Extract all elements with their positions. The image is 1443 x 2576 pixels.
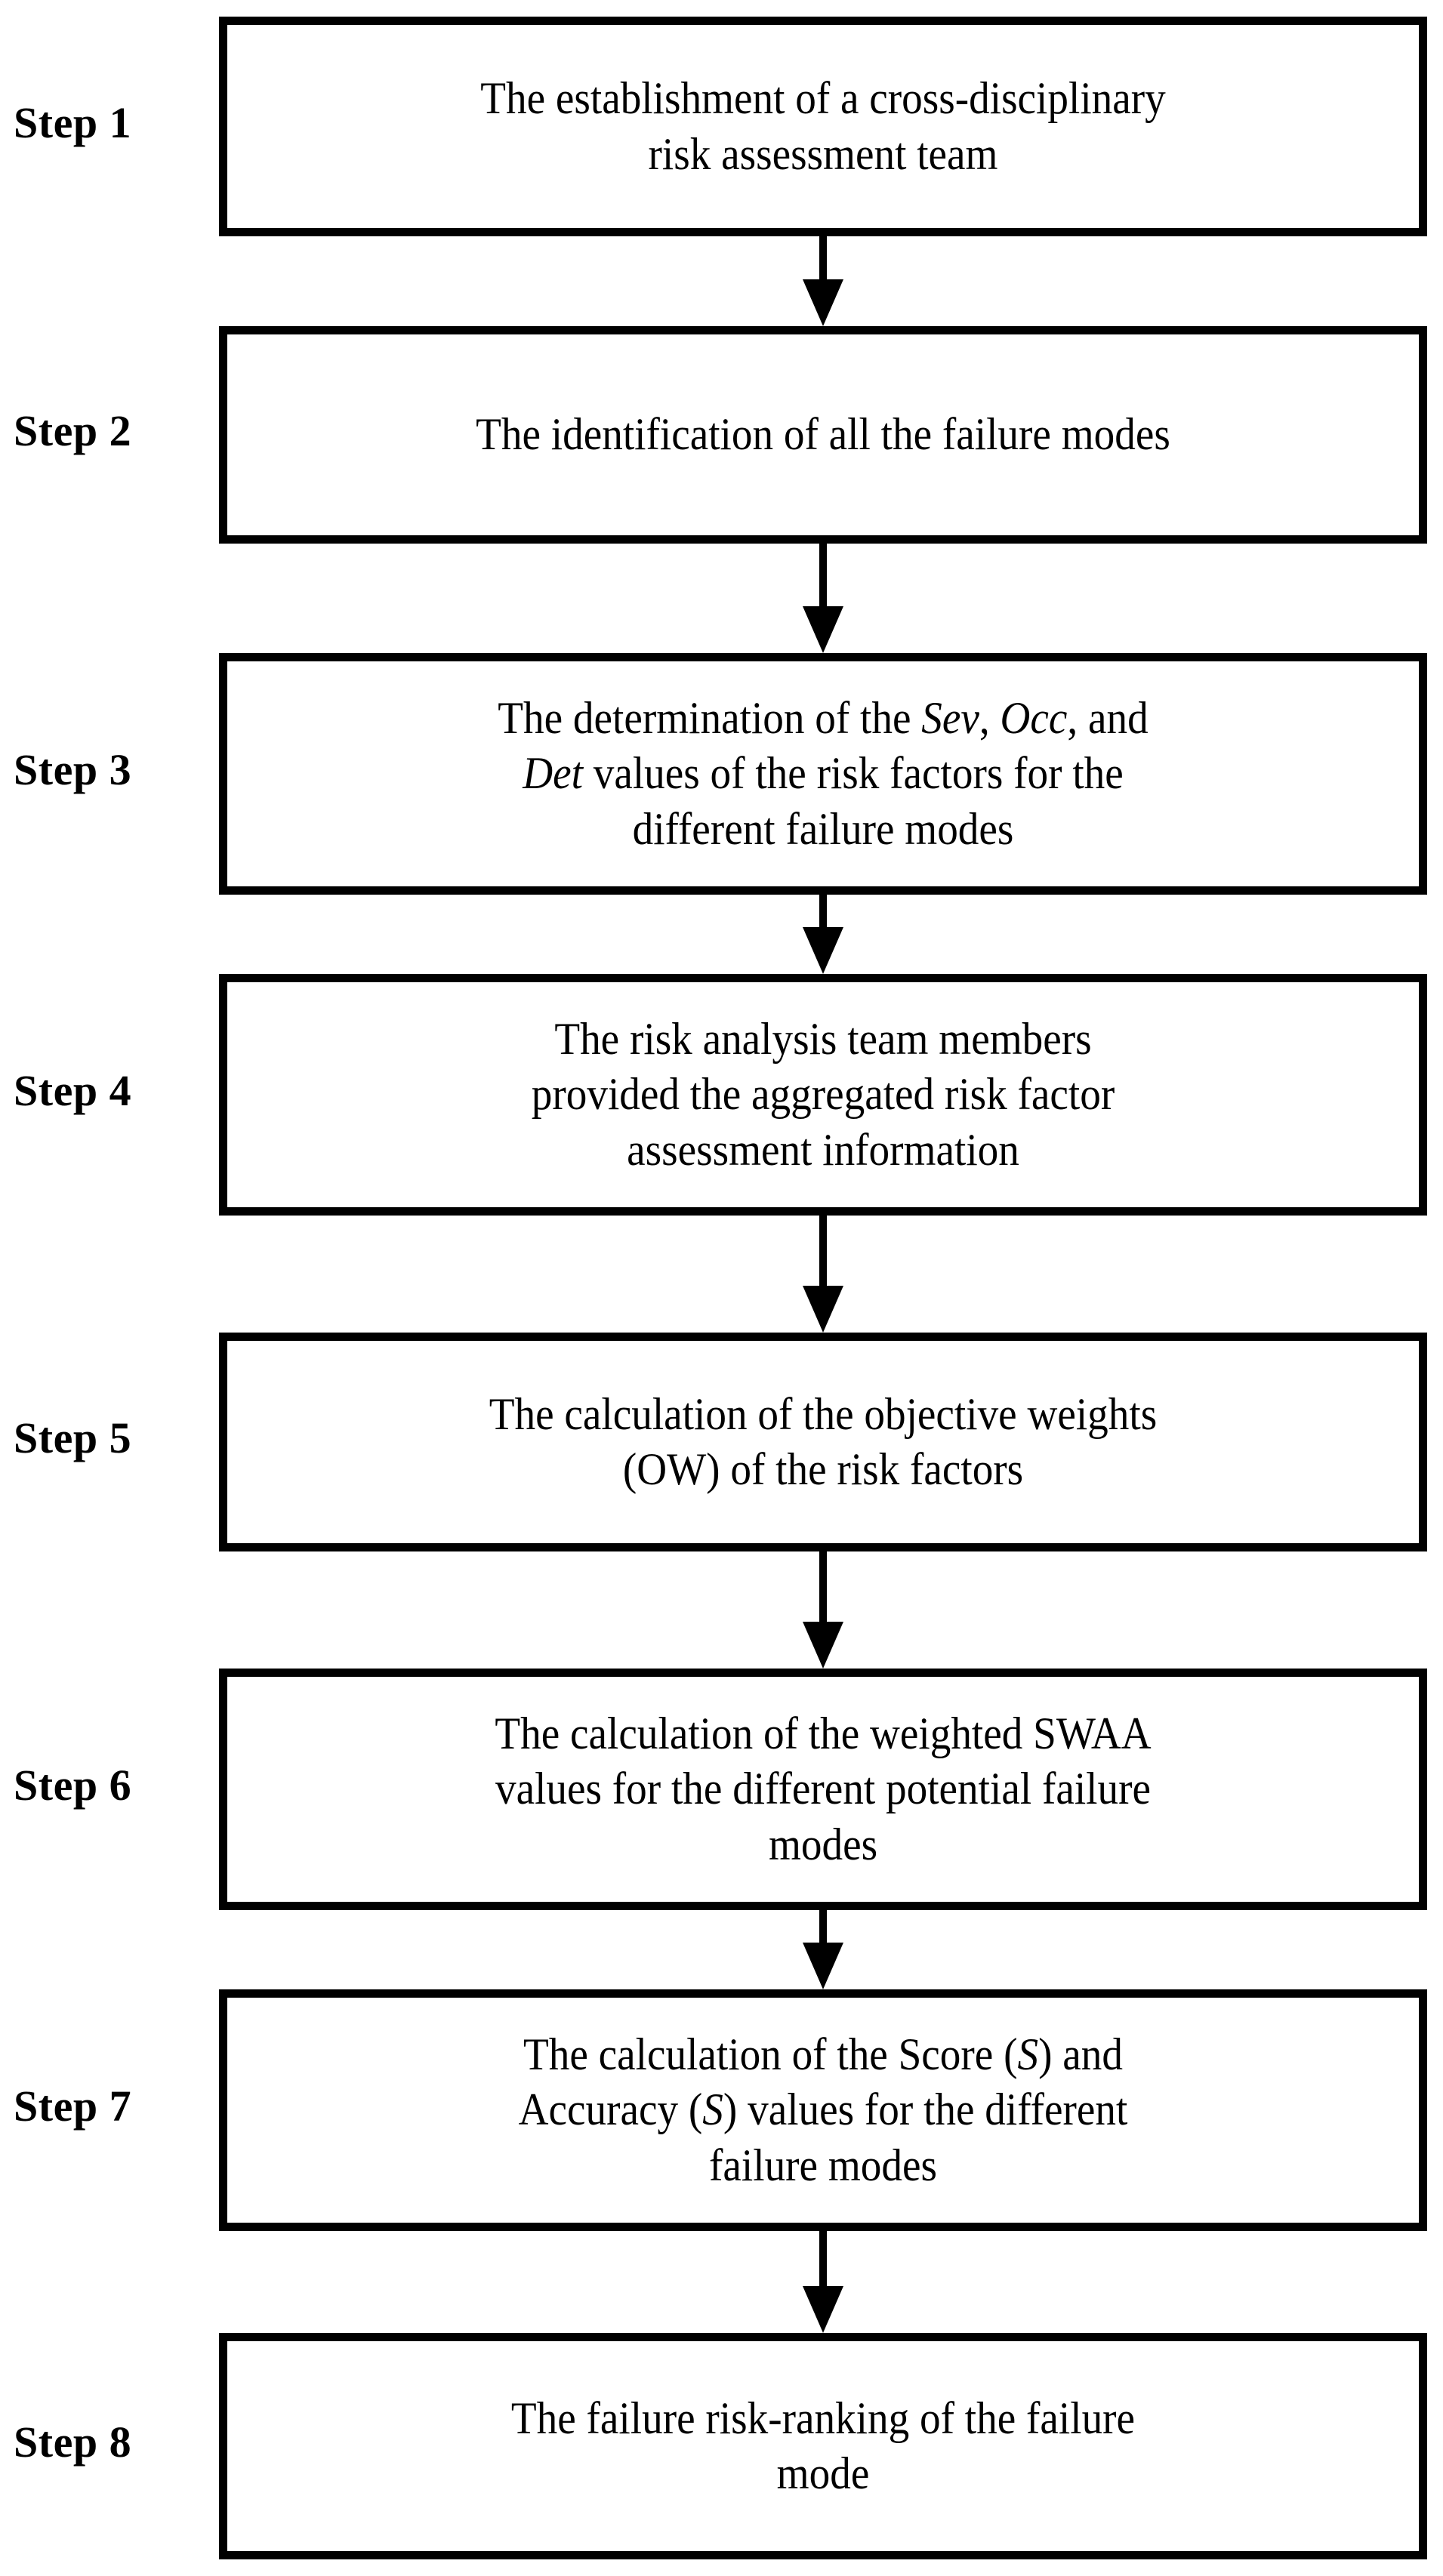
step-box-8[interactable]: The failure risk-ranking of the failure … [219,2333,1427,2559]
step-row-1: Step 1 The establishment of a cross-disc… [0,17,1443,236]
step-label-4: Step 4 [14,1066,132,1115]
step-row-5: Step 5 The calculation of the objective … [0,1333,1443,1551]
arrow-stem [819,544,827,609]
step-row-8: Step 8 The failure risk-ranking of the f… [0,2333,1443,2559]
step-label-2: Step 2 [14,406,132,455]
step-label-7: Step 7 [14,2081,132,2131]
down-arrow-icon-1 [803,236,843,326]
down-arrow-icon-3 [803,895,843,974]
arrow-stem [819,1910,827,1945]
step-3-italic-occ: Occ [1000,693,1068,744]
step-row-6: Step 6 The calculation of the weighted S… [0,1669,1443,1910]
step-1-line-1: The establishment of a cross-disciplinar… [480,73,1166,124]
step-row-7: Step 7 The calculation of the Score (S) … [0,1989,1443,2231]
step-text-7: The calculation of the Score (S) and Acc… [518,2029,1128,2190]
arrow-head [803,1286,843,1333]
step-6-line-3: modes [768,1819,878,1869]
step-label-5: Step 5 [14,1413,132,1462]
step-4-line-1: The risk analysis team members [554,1014,1092,1065]
step-label-8: Step 8 [14,2417,132,2467]
step-text-2: The identification of all the failure mo… [275,407,1371,462]
step-3-italic-det: Det [523,748,583,799]
step-label-1: Step 1 [14,98,132,147]
step-4-line-2: provided the aggregated risk factor [531,1069,1115,1120]
step-6-line-1: The calculation of the weighted SWAA [495,1709,1152,1759]
down-arrow-icon-7 [803,2231,843,2333]
step-5-line-1: The calculation of the objective weights [489,1388,1158,1439]
step-5-line-2: (OW) of the risk factors [622,1444,1024,1494]
step-1-line-2: risk assessment team [648,128,998,179]
arrow-head [803,927,843,974]
step-6-line-2: values for the different potential failu… [495,1764,1152,1814]
step-label-6: Step 6 [14,1761,132,1810]
step-text-5: The calculation of the objective weights… [275,1387,1371,1497]
step-8-line-2: mode [776,2448,870,2498]
arrow-head [803,2286,843,2333]
arrow-head [803,279,843,326]
arrow-head [803,606,843,653]
step-box-5[interactable]: The calculation of the objective weights… [219,1333,1427,1551]
step-box-6[interactable]: The calculation of the weighted SWAA val… [219,1669,1427,1910]
step-box-3[interactable]: The determination of the Sev, Occ, and D… [219,653,1427,895]
down-arrow-icon-5 [803,1551,843,1669]
down-arrow-icon-4 [803,1216,843,1333]
arrow-head [803,1622,843,1669]
step-4-line-3: assessment information [627,1124,1019,1175]
step-2-line-1: The identification of all the failure mo… [476,409,1170,460]
arrow-stem [819,2231,827,2288]
step-box-4[interactable]: The risk analysis team members provided … [219,974,1427,1216]
step-text-6: The calculation of the weighted SWAA val… [275,1706,1371,1872]
step-label-3: Step 3 [14,745,132,794]
step-text-1: The establishment of a cross-disciplinar… [275,71,1371,181]
arrow-stem [819,236,827,282]
step-text-8: The failure risk-ranking of the failure … [275,2391,1371,2501]
arrow-stem [819,1216,827,1288]
step-7-italic-s2: S [702,2085,723,2135]
down-arrow-icon-6 [803,1910,843,1989]
step-row-4: Step 4 The risk analysis team members pr… [0,974,1443,1216]
step-7-italic-s1: S [1017,2029,1039,2080]
step-row-3: Step 3 The determination of the Sev, Occ… [0,653,1443,895]
step-box-7[interactable]: The calculation of the Score (S) and Acc… [219,1989,1427,2231]
step-text-4: The risk analysis team members provided … [275,1012,1371,1178]
arrow-stem [819,895,827,929]
step-box-1[interactable]: The establishment of a cross-disciplinar… [219,17,1427,236]
step-text-3: The determination of the Sev, Occ, and D… [498,693,1149,854]
step-8-line-1: The failure risk-ranking of the failure [510,2393,1136,2443]
arrow-head [803,1943,843,1989]
down-arrow-icon-2 [803,544,843,653]
step-row-2: Step 2 The identification of all the fai… [0,326,1443,544]
arrow-stem [819,1551,827,1624]
step-box-2[interactable]: The identification of all the failure mo… [219,326,1427,544]
step-3-italic-sev: Sev [921,693,979,744]
